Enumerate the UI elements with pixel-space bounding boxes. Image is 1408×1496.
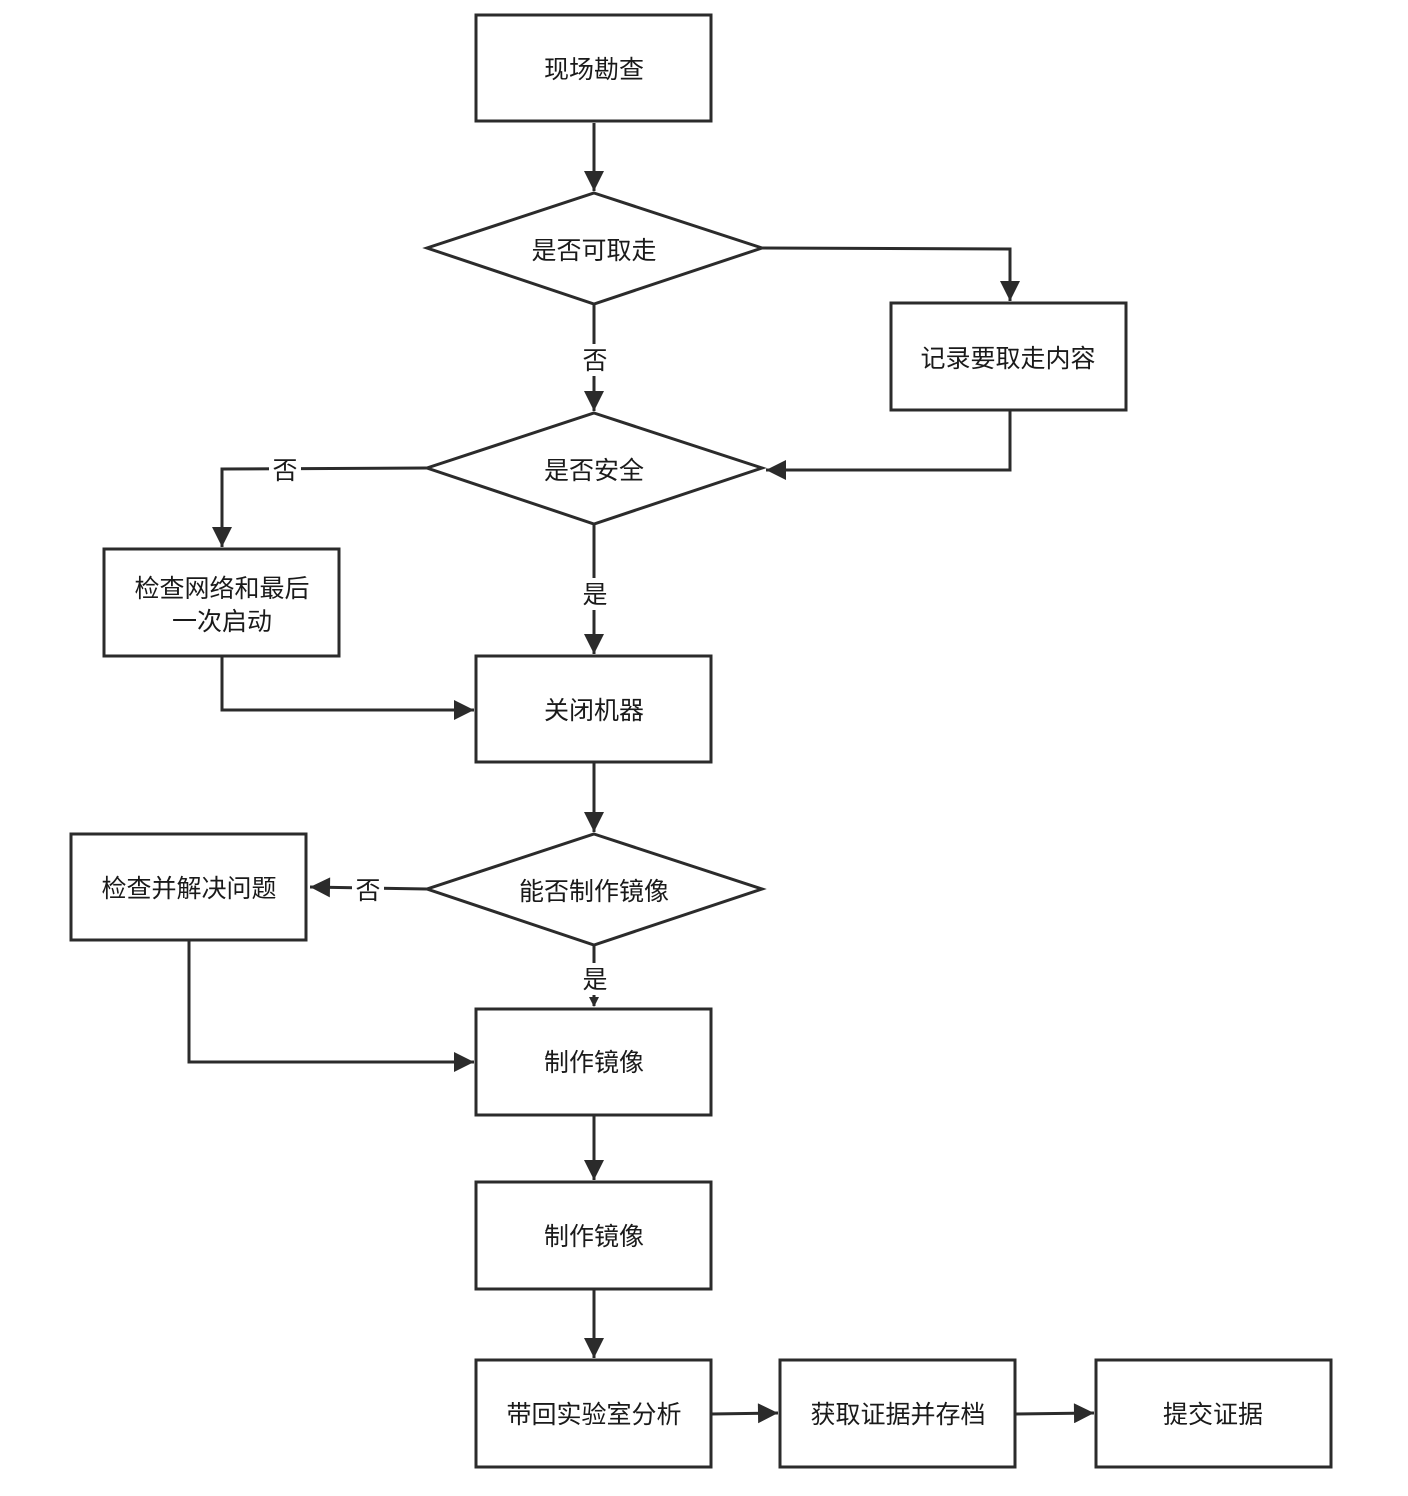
decision-is-safe: 是否安全 [422,411,767,526]
edge-label-safe-no: 否 [269,455,301,485]
node-lab-analysis: 带回实验室分析 [474,1358,713,1469]
edge-label-take-no: 否 [580,344,610,376]
edge-labels: 否 否 是 否 是 [269,344,610,995]
edge-label-safe-yes: 是 [580,578,610,610]
edge-archive-to-submit [1015,1403,1095,1424]
node-fix-problem: 检查并解决问题 [69,832,308,942]
node-submit-evidence-label: 提交证据 [1163,1400,1263,1429]
edge-lab-to-archive [710,1403,779,1424]
node-shutdown-label: 关闭机器 [544,696,644,725]
edge-take-to-record [761,246,1020,301]
node-make-image-1: 制作镜像 [474,1007,713,1117]
edge-label-take-no-text: 否 [582,346,607,375]
edge-fix-to-make-image [187,941,474,1072]
node-check-network: 检查网络和最后 一次启动 [102,547,341,658]
decision-can-image-label: 能否制作镜像 [519,877,669,906]
decision-is-safe-label: 是否安全 [544,456,644,485]
node-site-survey: 现场勘查 [474,13,713,123]
edge-record-to-safe [766,411,1012,480]
edge-label-image-no-text: 否 [355,876,380,905]
decision-can-take-away-label: 是否可取走 [531,236,656,265]
node-lab-analysis-label: 带回实验室分析 [506,1400,681,1429]
edge-label-safe-yes-text: 是 [582,580,607,609]
node-archive-evidence: 获取证据并存档 [778,1358,1017,1469]
node-archive-evidence-label: 获取证据并存档 [810,1400,985,1429]
node-fix-problem-label: 检查并解决问题 [101,874,276,903]
node-site-survey-label: 现场勘查 [544,55,644,84]
edge-safe-to-check-network [212,466,428,547]
node-record-items: 记录要取走内容 [889,301,1128,412]
edge-label-image-no: 否 [352,874,384,905]
node-submit-evidence: 提交证据 [1094,1358,1333,1469]
decision-can-take-away: 是否可取走 [422,191,767,306]
nodes: 现场勘查 是否可取走 记录要取走内容 是否安全 检查网络和最后 一次启动 关闭机… [69,13,1333,1469]
node-make-image-2-label: 制作镜像 [544,1222,644,1251]
edge-label-image-yes: 是 [580,963,610,995]
node-record-items-label: 记录要取走内容 [920,344,1095,373]
node-shutdown: 关闭机器 [474,654,713,764]
node-check-network-label-line2: 一次启动 [172,607,272,636]
edge-label-safe-no-text: 否 [272,456,297,485]
edge-check-network-to-shutdown [220,657,474,720]
node-make-image-2: 制作镜像 [474,1180,713,1291]
edge-label-image-yes-text: 是 [582,965,607,994]
node-check-network-label-line1: 检查网络和最后 [134,574,309,603]
decision-can-image: 能否制作镜像 [422,832,767,947]
node-make-image-1-label: 制作镜像 [544,1048,644,1077]
